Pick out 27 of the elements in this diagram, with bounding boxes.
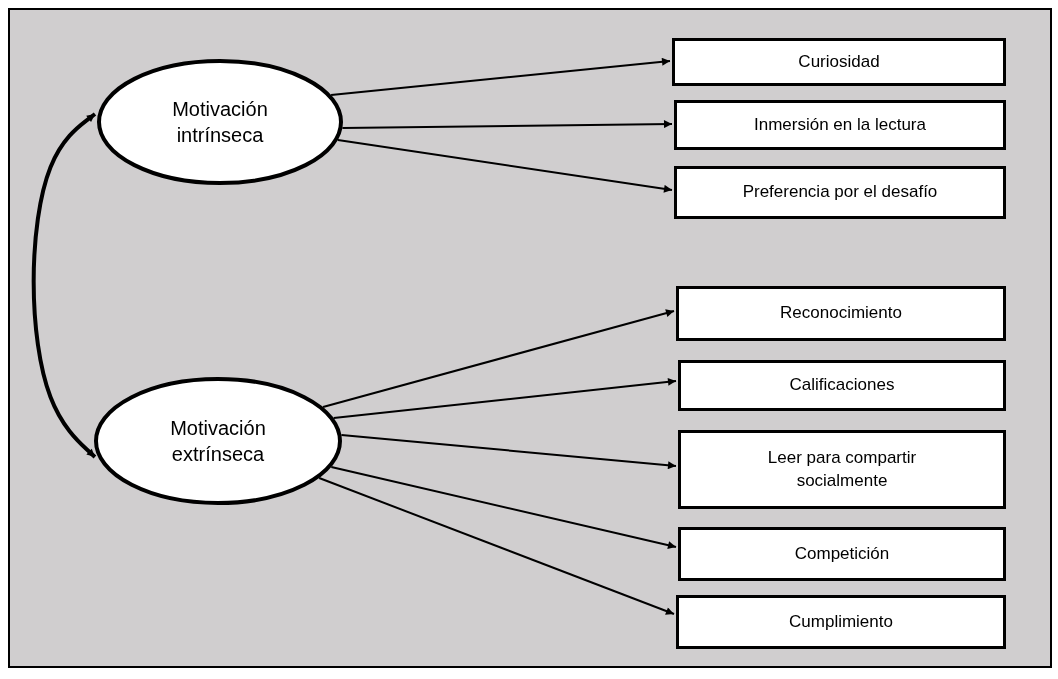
arrow — [330, 57, 671, 96]
indicator-label: Cumplimiento — [789, 610, 893, 633]
indicator-box — [676, 286, 1006, 341]
factor-label: Motivación extrínseca — [169, 416, 267, 467]
arrow — [336, 139, 673, 193]
indicator-label: Inmersión en la lectura — [754, 113, 926, 136]
indicator-box — [676, 595, 1006, 649]
arrow — [322, 309, 675, 408]
arrow — [332, 377, 677, 419]
arrow — [31, 112, 97, 459]
arrow — [340, 434, 677, 470]
arrow — [330, 466, 677, 550]
indicator-label: Preferencia por el desafío — [742, 181, 938, 204]
indicator-box — [674, 166, 1006, 219]
arrow — [318, 477, 675, 615]
indicator-label: Reconocimiento — [780, 302, 902, 325]
indicator-box — [678, 430, 1006, 509]
indicator-label: Leer para compartir socialmente — [766, 447, 918, 492]
indicator-label: Competición — [794, 542, 890, 565]
indicator-box — [678, 527, 1006, 581]
indicator-box — [678, 360, 1006, 411]
indicator-label: Calificaciones — [789, 374, 895, 397]
indicator-label: Curiosidad — [798, 50, 880, 73]
factor-label: Motivación intrínseca — [171, 97, 269, 148]
arrow — [341, 120, 673, 129]
indicator-box — [672, 38, 1006, 86]
indicator-box — [674, 100, 1006, 150]
